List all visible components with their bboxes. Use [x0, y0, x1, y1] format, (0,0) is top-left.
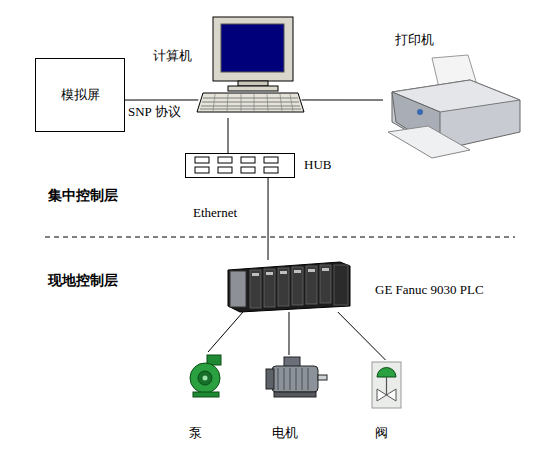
node-label: 打印机 [395, 32, 434, 48]
connector-line [208, 312, 243, 352]
plc-node: GE Fanuc 9030 PLC [228, 260, 350, 312]
layer-heading: 现地控制层 [48, 272, 118, 288]
connector-line [268, 178, 269, 260]
node-label: HUB [304, 157, 331, 173]
node-label: 电机 [272, 425, 298, 441]
plc-symbol [228, 262, 350, 312]
motor-node: 电机 [265, 355, 327, 400]
node-label: 模拟屏 [61, 87, 100, 103]
connector-line [288, 312, 289, 355]
layer-divider [45, 237, 515, 238]
layer-heading: 集中控制层 [48, 187, 118, 203]
valve-symbol [372, 362, 401, 408]
printer-symbol [388, 55, 520, 158]
node-label: GE Fanuc 9030 PLC [375, 282, 484, 298]
node-label: 计算机 [153, 48, 192, 64]
connector-line [125, 99, 198, 100]
printer-node: 打印机 [383, 55, 523, 150]
computer-symbol [197, 17, 304, 112]
connector-label: SNP 协议 [128, 104, 181, 120]
computer-node: 计算机 [195, 15, 305, 118]
valve-node: 阀 [372, 360, 402, 408]
connector-line [228, 118, 229, 153]
connector-label: Ethernet [193, 205, 237, 221]
hub-box: HUB [185, 153, 295, 178]
display-panel-box: 模拟屏 [35, 58, 125, 132]
hub-ports [195, 157, 278, 173]
node-label: 阀 [375, 425, 388, 441]
node-label: 泵 [189, 425, 202, 441]
connector-line [338, 312, 386, 360]
connector-line [302, 99, 383, 100]
pump-symbol [190, 355, 221, 397]
motor-symbol [266, 357, 327, 397]
pump-node: 泵 [188, 352, 228, 397]
